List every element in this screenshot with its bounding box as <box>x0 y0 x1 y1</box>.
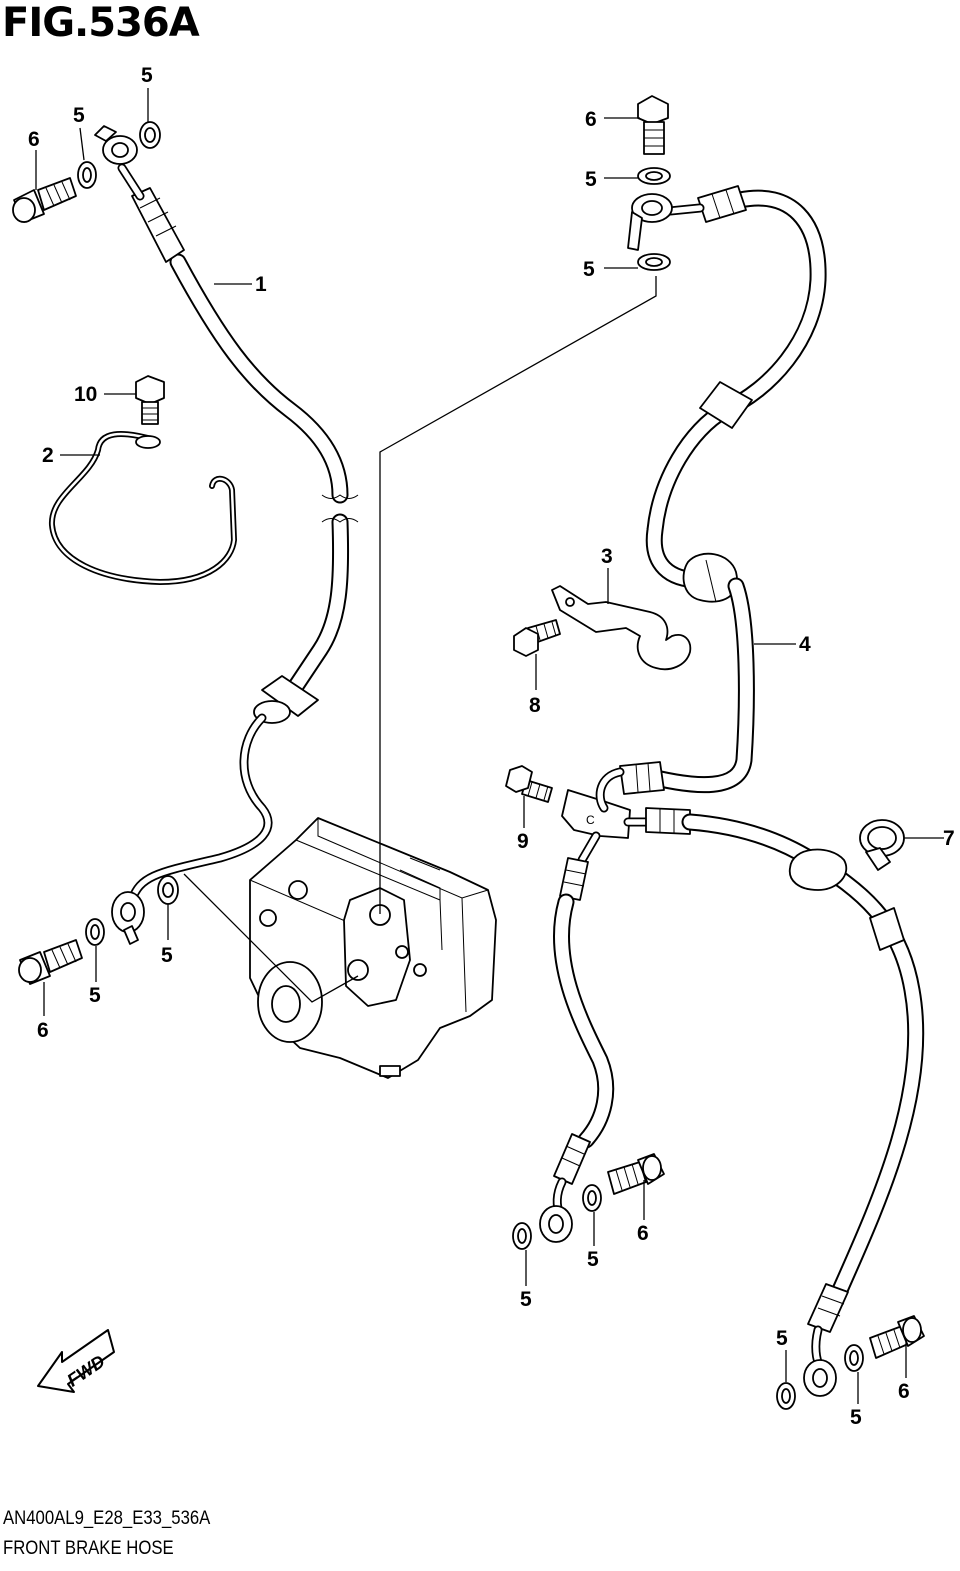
brake-hose-4[interactable] <box>619 185 827 795</box>
callout-5: 5 <box>776 1327 788 1350</box>
callout-6: 6 <box>28 128 40 151</box>
union-bolt-6-a[interactable] <box>12 177 77 223</box>
callout-6: 6 <box>637 1222 649 1245</box>
union-bolt-6-c[interactable] <box>637 95 669 155</box>
bolt-8[interactable] <box>513 619 561 657</box>
bolt-10[interactable] <box>135 375 165 425</box>
washer-5-b[interactable] <box>139 121 161 149</box>
hose-clip-7[interactable] <box>859 819 905 871</box>
leader-lines <box>35 88 944 1404</box>
callout-5: 5 <box>585 168 597 191</box>
callout-4: 4 <box>799 633 811 656</box>
bolt-9[interactable] <box>505 765 553 803</box>
callout-5: 5 <box>161 944 173 967</box>
callout-5: 5 <box>520 1288 532 1311</box>
brake-hose-joint[interactable]: C <box>561 767 631 839</box>
brake-hose-1[interactable] <box>94 125 359 945</box>
callout-5: 5 <box>587 1248 599 1271</box>
callout-5: 5 <box>89 984 101 1007</box>
brake-hose-lower-right[interactable] <box>623 807 925 1397</box>
union-bolt-6-d[interactable] <box>607 1153 665 1195</box>
callout-6: 6 <box>37 1019 49 1042</box>
callout-5: 5 <box>583 258 595 281</box>
svg-text:C: C <box>586 813 595 827</box>
washer-5-g[interactable] <box>582 1184 602 1212</box>
callout-7: 7 <box>943 827 955 850</box>
washer-5-j[interactable] <box>776 1382 796 1410</box>
washer-5-e[interactable] <box>637 167 671 185</box>
washer-5-d[interactable] <box>157 875 179 905</box>
washer-5-i[interactable] <box>844 1344 864 1372</box>
callout-6: 6 <box>898 1380 910 1403</box>
brake-hose-lower-left[interactable] <box>539 831 615 1243</box>
callout-10: 10 <box>74 383 97 406</box>
union-bolt-6-e[interactable] <box>869 1315 925 1359</box>
figure-code: AN400AL9_E28_E33_536A <box>3 1508 211 1529</box>
callout-labels: 5 5 6 1 10 2 6 5 5 3 4 8 9 7 5 5 6 5 6 5… <box>28 64 955 1429</box>
hose-clamp-2[interactable] <box>48 431 237 585</box>
callout-8: 8 <box>529 694 541 717</box>
callout-5: 5 <box>73 104 85 127</box>
washer-5-h[interactable] <box>512 1222 532 1250</box>
callout-1: 1 <box>255 273 267 296</box>
abs-hydraulic-unit <box>249 817 497 1079</box>
callout-3: 3 <box>601 545 613 568</box>
figure-title: FIG.536A <box>2 0 200 46</box>
washer-5-a[interactable] <box>77 161 97 189</box>
callout-5: 5 <box>141 64 153 87</box>
washer-5-c[interactable] <box>85 918 105 946</box>
figure-name: FRONT BRAKE HOSE <box>3 1538 174 1559</box>
callout-2: 2 <box>42 444 54 467</box>
washer-5-f[interactable] <box>637 253 671 271</box>
forward-direction-arrow: FWD <box>37 1329 115 1393</box>
hose-guide-3[interactable] <box>551 585 692 671</box>
callout-9: 9 <box>517 830 529 853</box>
union-bolt-6-b[interactable] <box>18 939 83 985</box>
callout-5: 5 <box>850 1406 862 1429</box>
callout-6: 6 <box>585 108 597 131</box>
